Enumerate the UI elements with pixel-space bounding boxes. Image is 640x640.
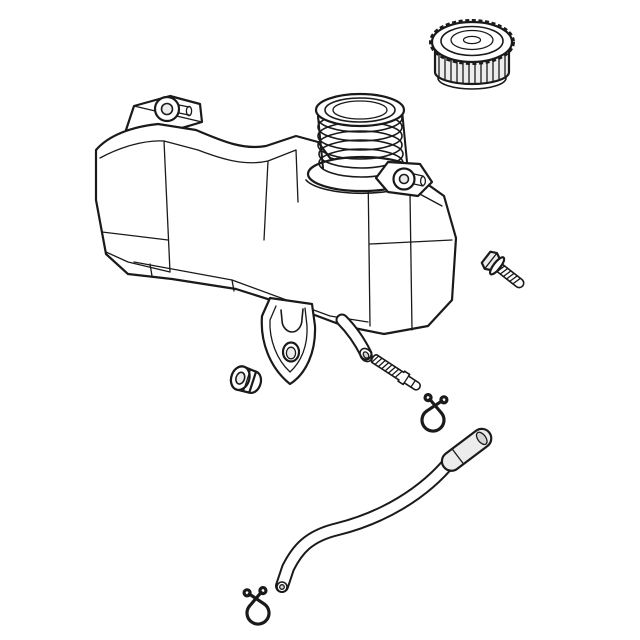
rubber-plug-part xyxy=(229,365,263,395)
mounting-ear-left xyxy=(124,94,204,134)
overflow-hose-part xyxy=(275,427,493,593)
reservoir-tank-part xyxy=(94,92,458,386)
hose-sleeve-end xyxy=(440,427,493,472)
lower-bracket xyxy=(260,296,317,386)
filler-cap-part xyxy=(429,19,515,90)
hose-nipple xyxy=(335,313,373,363)
spring-clamp-upper-part xyxy=(420,392,449,433)
flange-bolt-part xyxy=(480,250,525,289)
mounting-ear-right xyxy=(374,160,434,198)
spring-clamp-lower-part xyxy=(242,585,271,626)
threaded-stud-part xyxy=(370,354,421,391)
